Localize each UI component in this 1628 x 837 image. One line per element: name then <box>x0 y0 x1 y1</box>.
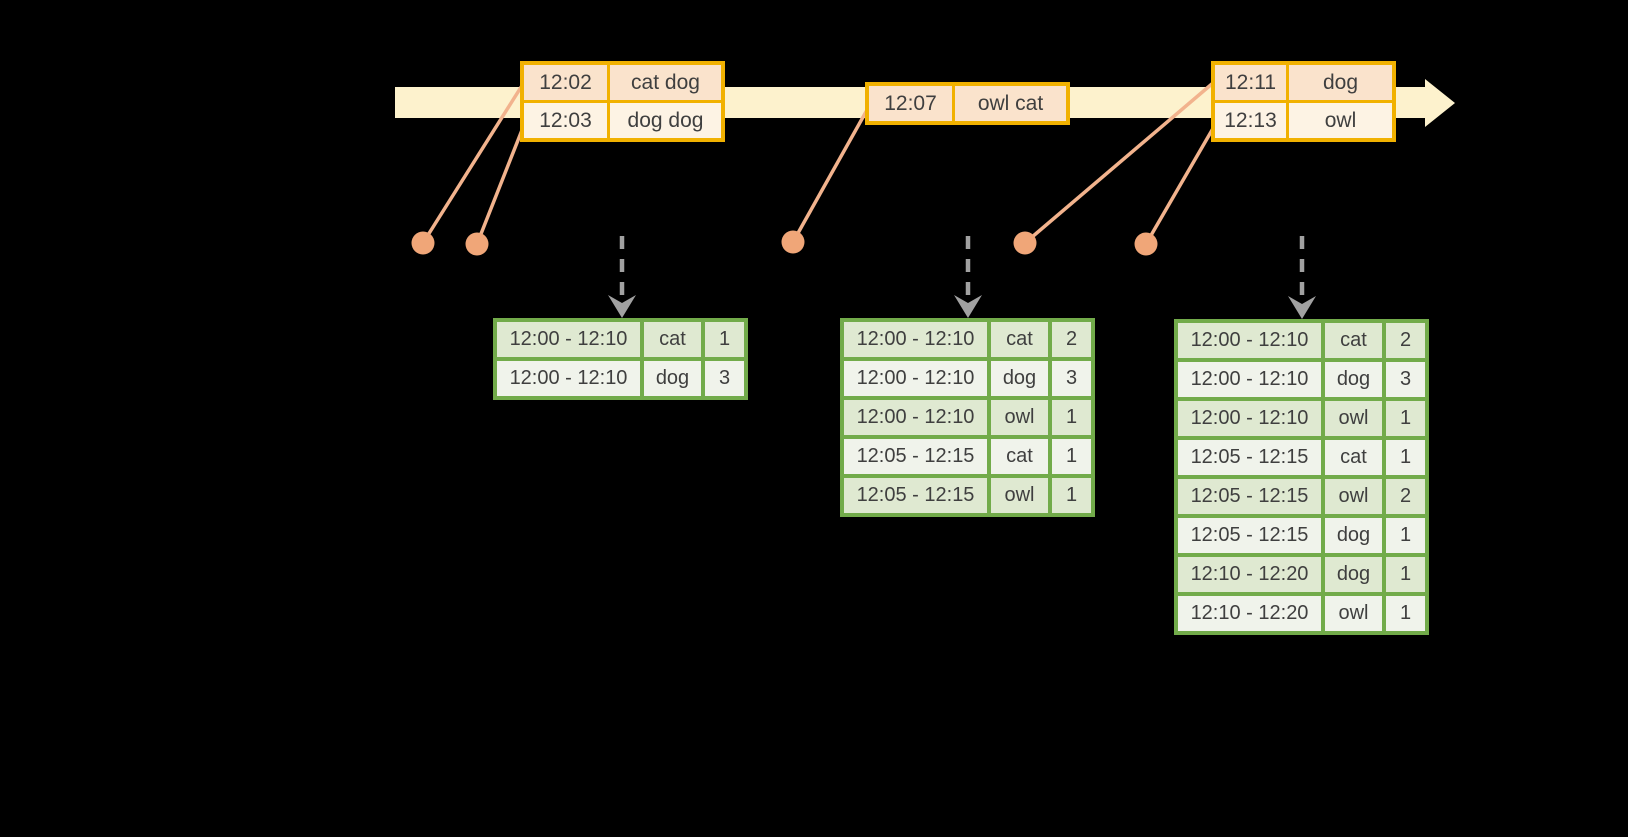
event-marker-dot-icon <box>411 231 435 255</box>
event-time-cell: 12:07 <box>869 86 952 121</box>
window-cell: 12:00 - 12:10 <box>497 322 640 357</box>
window-cell: 12:00 - 12:10 <box>844 361 987 396</box>
word-cell: cat <box>644 322 701 357</box>
window-cell: 12:10 - 12:20 <box>1178 557 1321 592</box>
window-cell: 12:10 - 12:20 <box>1178 596 1321 631</box>
event-words-cell: owl <box>1289 103 1392 138</box>
count-cell: 1 <box>1386 557 1425 592</box>
window-cell: 12:00 - 12:10 <box>497 361 640 396</box>
window-cell: 12:00 - 12:10 <box>1178 362 1321 397</box>
event-time-cell: 12:13 <box>1215 103 1286 138</box>
event-words-cell: dog <box>1289 65 1392 100</box>
window-cell: 12:00 - 12:10 <box>844 400 987 435</box>
event-marker-dot-icon <box>1134 232 1158 256</box>
window-cell: 12:05 - 12:15 <box>1178 518 1321 553</box>
word-cell: dog <box>1325 362 1382 397</box>
event-marker-dot-icon <box>781 230 805 254</box>
window-cell: 12:00 - 12:10 <box>844 322 987 357</box>
count-cell: 2 <box>1386 323 1425 358</box>
word-cell: owl <box>1325 596 1382 631</box>
word-cell: dog <box>644 361 701 396</box>
window-cell: 12:05 - 12:15 <box>1178 440 1321 475</box>
event-words-cell: cat dog <box>610 65 721 100</box>
count-cell: 1 <box>705 322 744 357</box>
word-cell: dog <box>1325 557 1382 592</box>
event-time-cell: 12:03 <box>524 103 607 138</box>
count-cell: 1 <box>1386 596 1425 631</box>
event-time-cell: 12:11 <box>1215 65 1286 100</box>
trigger-arrowhead-icon <box>1288 296 1316 319</box>
count-cell: 3 <box>705 361 744 396</box>
event-words-cell: dog dog <box>610 103 721 138</box>
timeline-arrowhead-icon <box>1425 79 1455 127</box>
window-cell: 12:05 - 12:15 <box>844 439 987 474</box>
event-words-cell: owl cat <box>955 86 1066 121</box>
count-cell: 1 <box>1052 400 1091 435</box>
count-cell: 3 <box>1386 362 1425 397</box>
count-cell: 1 <box>1052 478 1091 513</box>
event-connector-line <box>475 124 526 245</box>
event-marker-dot-icon <box>465 232 489 256</box>
trigger-arrowhead-icon <box>608 295 636 318</box>
word-cell: cat <box>991 322 1048 357</box>
count-cell: 1 <box>1052 439 1091 474</box>
count-cell: 1 <box>1386 518 1425 553</box>
count-cell: 2 <box>1386 479 1425 514</box>
word-cell: owl <box>1325 479 1382 514</box>
word-cell: owl <box>991 478 1048 513</box>
window-cell: 12:05 - 12:15 <box>844 478 987 513</box>
word-cell: cat <box>1325 440 1382 475</box>
count-cell: 2 <box>1052 322 1091 357</box>
word-cell: cat <box>1325 323 1382 358</box>
event-time-cell: 12:02 <box>524 65 607 100</box>
word-cell: owl <box>1325 401 1382 436</box>
word-cell: owl <box>991 400 1048 435</box>
event-connector-line <box>791 109 869 243</box>
window-cell: 12:00 - 12:10 <box>1178 401 1321 436</box>
event-marker-dot-icon <box>1013 231 1037 255</box>
count-cell: 3 <box>1052 361 1091 396</box>
word-cell: dog <box>1325 518 1382 553</box>
count-cell: 1 <box>1386 440 1425 475</box>
event-connector-line <box>1144 124 1217 245</box>
word-cell: dog <box>991 361 1048 396</box>
trigger-arrowhead-icon <box>954 295 982 318</box>
count-cell: 1 <box>1386 401 1425 436</box>
window-cell: 12:00 - 12:10 <box>1178 323 1321 358</box>
window-cell: 12:05 - 12:15 <box>1178 479 1321 514</box>
word-cell: cat <box>991 439 1048 474</box>
